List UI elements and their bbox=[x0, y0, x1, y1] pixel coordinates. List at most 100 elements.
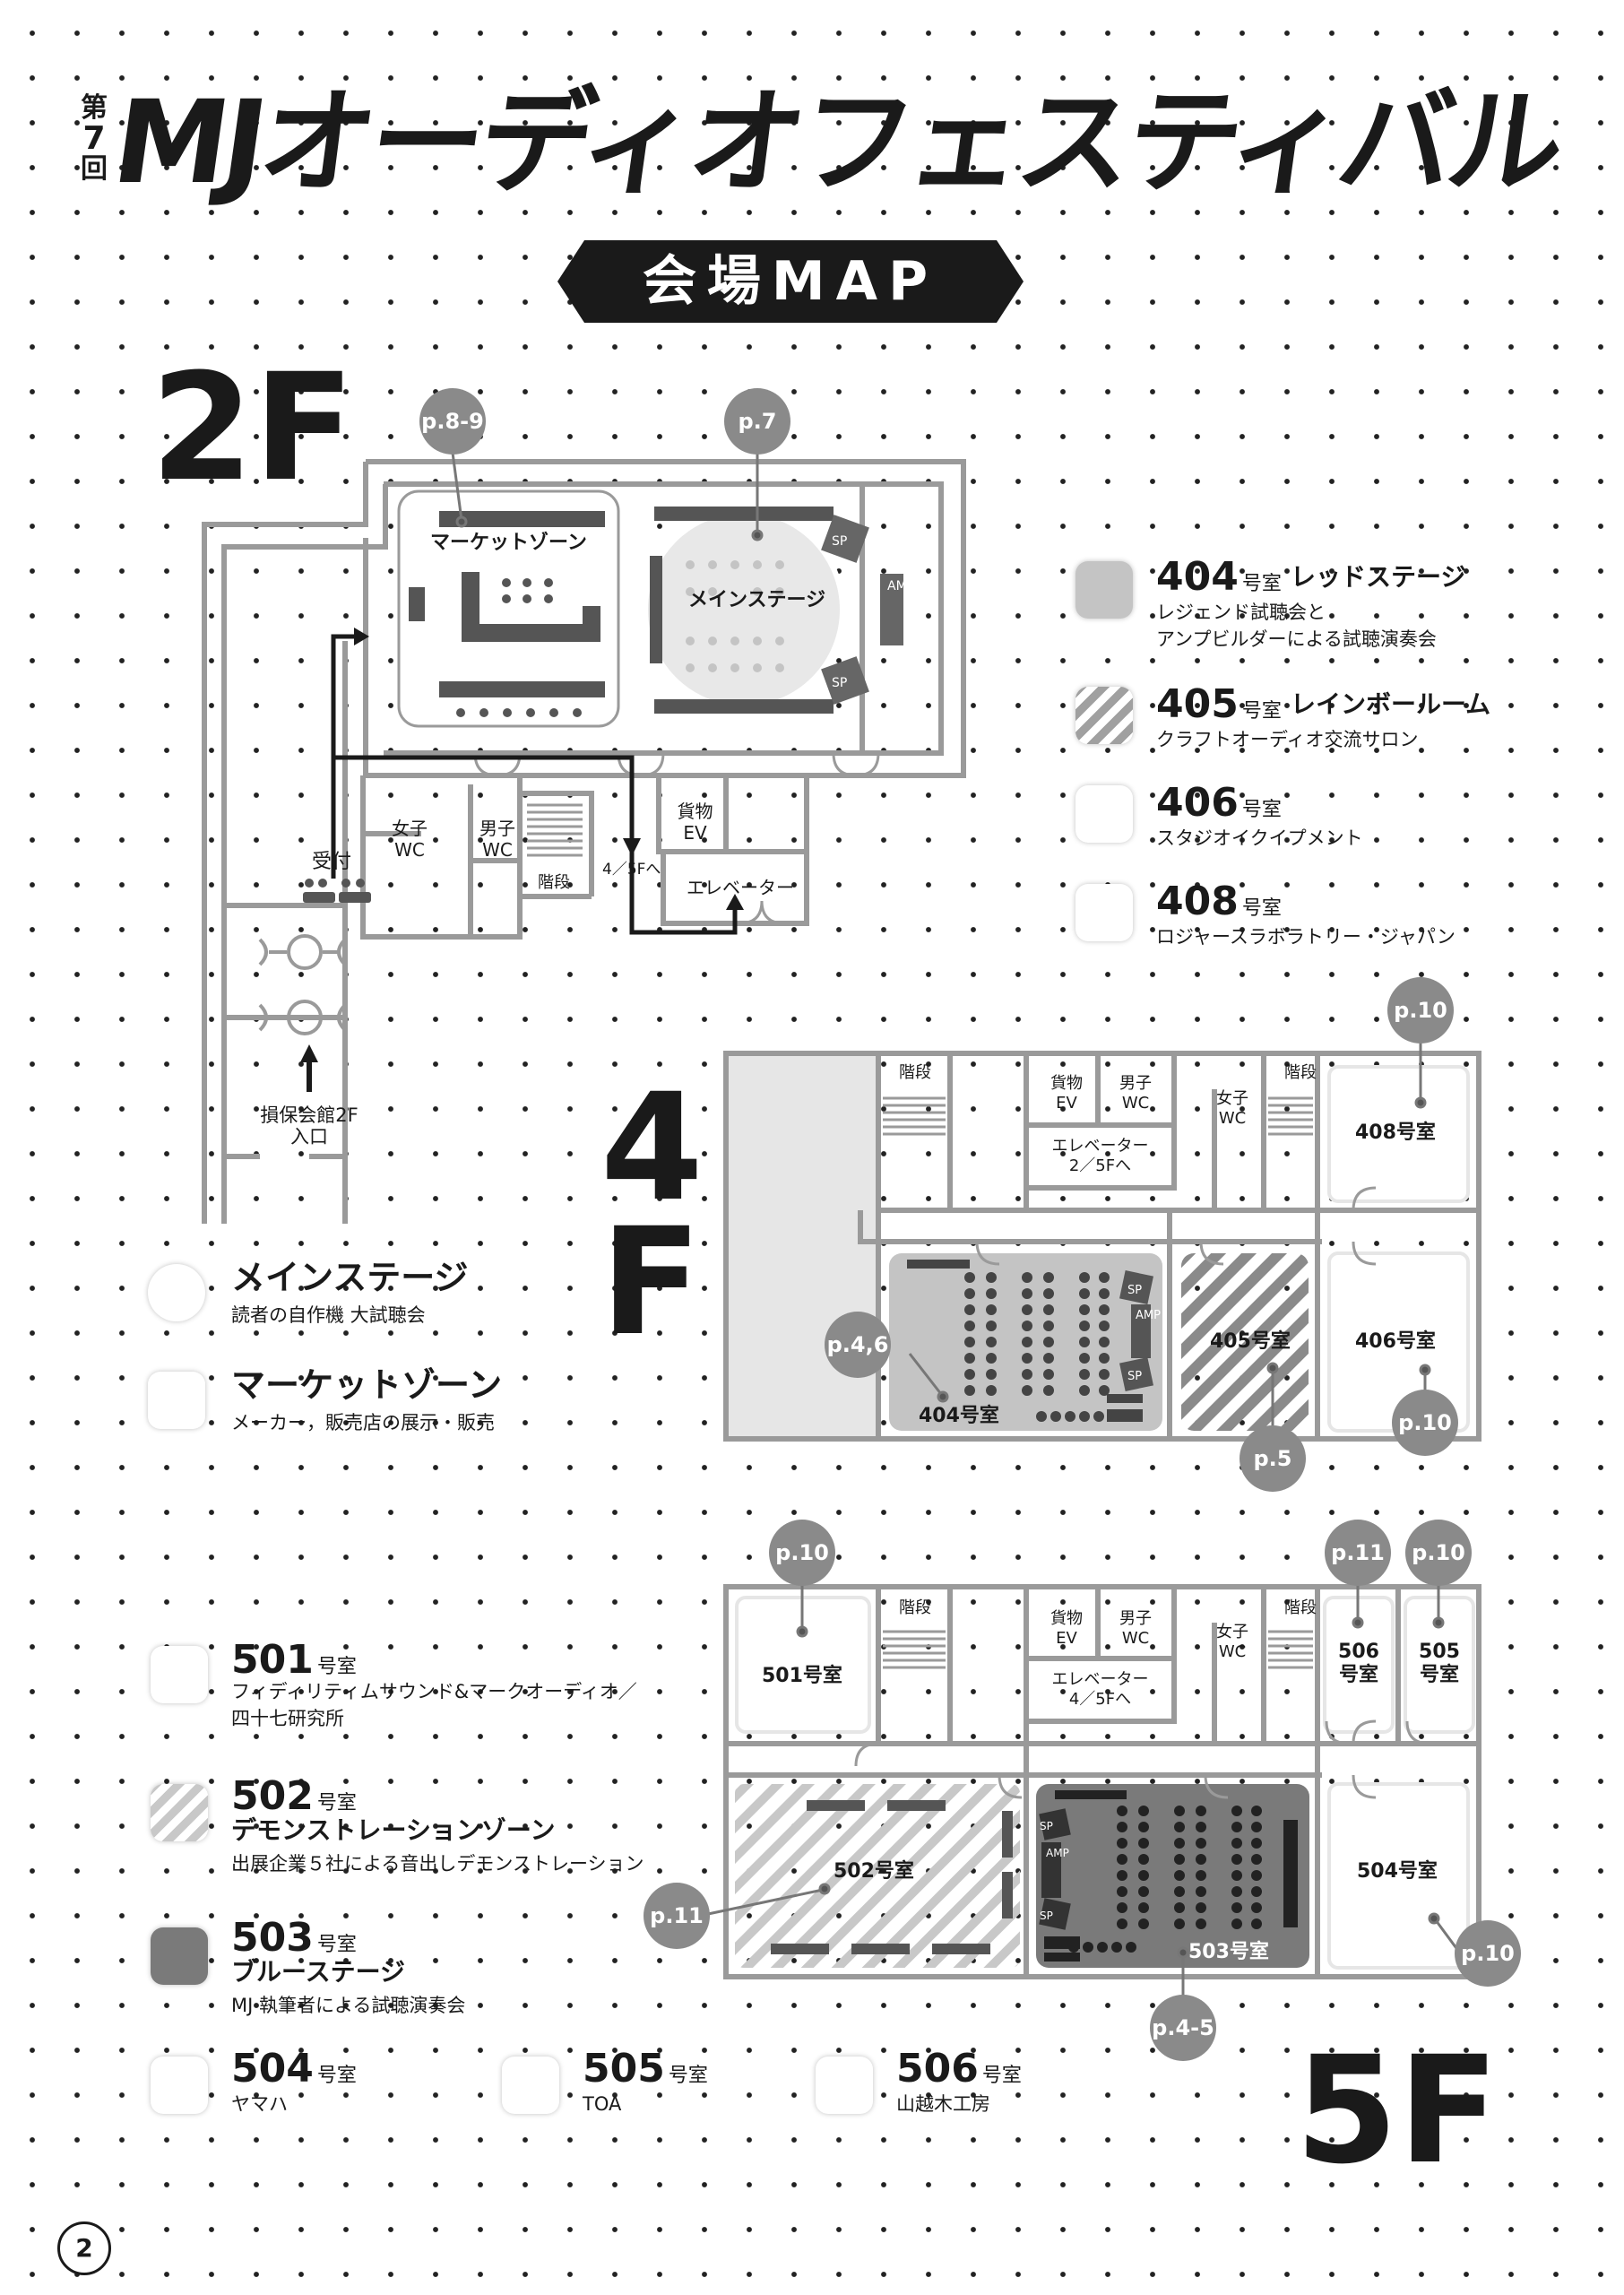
legend-room-desc: レジェンド試聴会と bbox=[1156, 602, 1326, 623]
page-ref-pin: p.5 bbox=[1240, 1425, 1306, 1492]
market-zone-label: マーケットゾーン bbox=[430, 532, 587, 554]
legend-room-desc: ロジャースラボラトリー・ジャパン bbox=[1156, 926, 1456, 948]
page-ref-pin: p.10 bbox=[1392, 1390, 1458, 1456]
stairs-label: 階段 bbox=[1284, 1598, 1317, 1617]
legend-room-name: レインボールーム bbox=[1291, 689, 1491, 719]
speaker-label: SP bbox=[1127, 1370, 1143, 1383]
page-ref-pin: p.11 bbox=[1325, 1520, 1391, 1586]
legend-swatch-hatch bbox=[151, 1784, 208, 1841]
speaker-label: SP bbox=[1040, 1910, 1053, 1922]
legend-room-desc: 出展企業５社による音出しデモンストレーション bbox=[231, 1853, 644, 1875]
page-ref-pin: p.8-9 bbox=[419, 388, 486, 455]
stairs-label: 階段 bbox=[1284, 1063, 1317, 1082]
room-405-label: 405号室 bbox=[1210, 1330, 1291, 1353]
speaker-label: SP bbox=[832, 676, 848, 690]
page-ref-pin: p.10 bbox=[1455, 1920, 1521, 1987]
legend-room-desc: アンプビルダーによる試聴演奏会 bbox=[1156, 628, 1437, 650]
legend-room-desc: フィディリティムサウンド&マークオーディオ／ bbox=[231, 1681, 637, 1702]
map-badge-label: 会場MAP bbox=[642, 250, 939, 313]
page-ref-pin: p.10 bbox=[1405, 1520, 1472, 1586]
edition-label: 第 7 回 bbox=[81, 92, 108, 185]
room-502-label: 502号室 bbox=[834, 1860, 914, 1883]
stairs-label: 階段 bbox=[899, 1063, 931, 1082]
page-ref-pin: p.10 bbox=[769, 1520, 835, 1586]
room-503-label: 503号室 bbox=[1188, 1941, 1269, 1963]
reception-label: 受付 bbox=[312, 851, 352, 873]
legend-room-name: デモンストレーションゾーン bbox=[231, 1815, 556, 1845]
elevator-label: エレベーター bbox=[687, 877, 794, 898]
legend-swatch-hatch bbox=[1075, 687, 1133, 744]
legend-swatch-white bbox=[1075, 884, 1133, 941]
stairs-label: 階段 bbox=[538, 873, 570, 892]
room-406-label: 406号室 bbox=[1355, 1330, 1436, 1353]
legend-swatch-white bbox=[1075, 785, 1133, 843]
page-ref-pin: p.4,6 bbox=[825, 1312, 891, 1378]
legend-zone-name: マーケットゾーン bbox=[231, 1365, 503, 1405]
floor-label-2f: 2F bbox=[151, 342, 355, 514]
to-floors-label: 4／5Fへ bbox=[602, 861, 661, 879]
legend-room-desc: スタジオイクイプメント bbox=[1156, 827, 1363, 849]
page-number: 2 bbox=[57, 2221, 111, 2275]
map-badge-shape bbox=[557, 240, 1024, 323]
page-ref-pin: p.11 bbox=[644, 1883, 710, 1949]
main-stage-label: メインステージ bbox=[688, 589, 826, 611]
room-504-label: 504号室 bbox=[1357, 1860, 1438, 1883]
room-408-label: 408号室 bbox=[1355, 1122, 1436, 1144]
floor-label-5f: 5F bbox=[1295, 2024, 1499, 2196]
legend-room-desc: 四十七研究所 bbox=[231, 1708, 344, 1729]
speaker-label: SP bbox=[1040, 1820, 1053, 1832]
legend-swatch-dark bbox=[151, 1927, 208, 1985]
page-ref-pin: p.7 bbox=[724, 388, 790, 455]
legend-zone-name: メインステージ bbox=[231, 1258, 469, 1297]
page-ref-pin: p.10 bbox=[1387, 977, 1454, 1044]
legend-zone-desc: 読者の自作機 大試聴会 bbox=[231, 1304, 426, 1326]
speaker-label: SP bbox=[832, 534, 848, 549]
legend-room-desc: クラフトオーディオ交流サロン bbox=[1156, 729, 1419, 750]
legend-zone-desc: メーカー，販売店の展示・販売 bbox=[231, 1412, 495, 1433]
legend-swatch-white bbox=[502, 2057, 559, 2114]
room-404-label: 404号室 bbox=[919, 1405, 999, 1427]
legend-room-desc: 山越木工房 bbox=[896, 2093, 990, 2115]
legend-room-desc: TOA bbox=[583, 2093, 622, 2115]
legend-swatch-white bbox=[816, 2057, 873, 2114]
legend-swatch-white bbox=[148, 1372, 205, 1429]
speaker-label: SP bbox=[1127, 1284, 1143, 1297]
legend-swatch-white bbox=[151, 2057, 208, 2114]
floor-label-4f: 4 F bbox=[600, 1061, 704, 1368]
legend-swatch-circle bbox=[148, 1264, 205, 1321]
amp-label: AMP bbox=[1046, 1847, 1069, 1860]
legend-room-name: レッドステージ bbox=[1291, 562, 1466, 592]
legend-room-desc: ヤマハ bbox=[231, 2093, 288, 2115]
room-501-label: 501号室 bbox=[762, 1665, 842, 1687]
legend-swatch-gray bbox=[1075, 561, 1133, 619]
stairs-label: 階段 bbox=[899, 1598, 931, 1617]
legend-room-desc: MJ 執筆者による試聴演奏会 bbox=[231, 1995, 466, 2016]
